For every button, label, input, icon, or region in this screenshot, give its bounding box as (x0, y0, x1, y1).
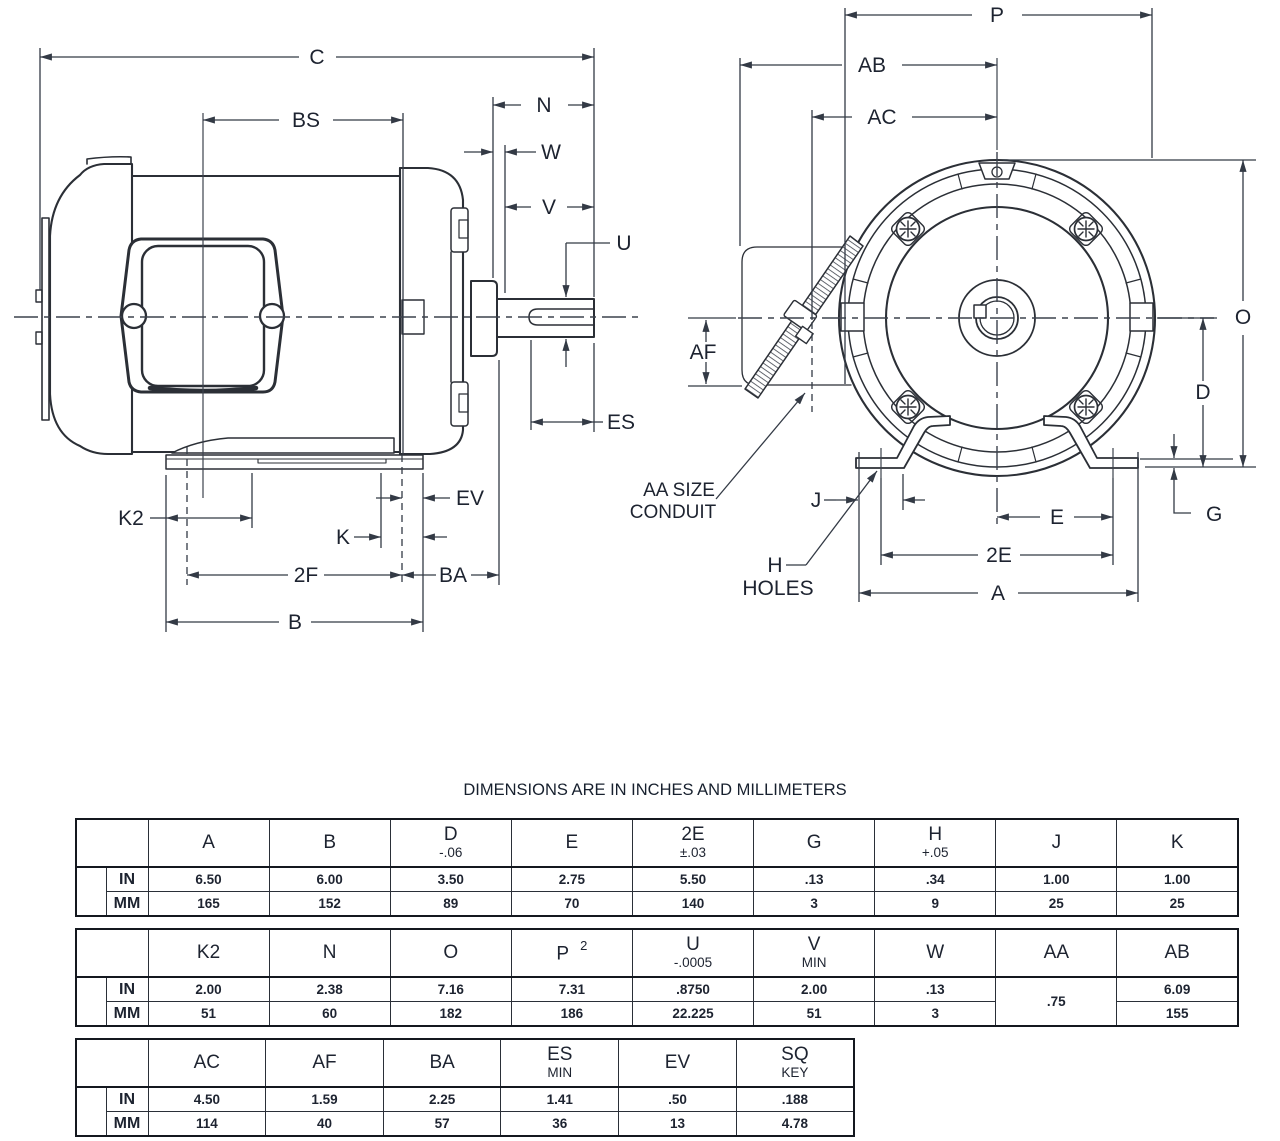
dim-label-j: J (811, 489, 822, 512)
dim-label-ac: AC (867, 106, 896, 129)
header-cell: W (874, 928, 997, 978)
header-cell: U-.0005 (631, 928, 755, 978)
unit-label: MM (105, 1001, 149, 1027)
rear-flange (41, 217, 50, 421)
dim-label-ev: EV (456, 487, 484, 510)
dim-label-es: ES (607, 411, 635, 434)
dim-label-holes: HOLES (742, 577, 813, 600)
front-view (741, 158, 1157, 478)
shaft (496, 298, 595, 338)
dim-label-2f: 2F (294, 564, 319, 587)
dim-label-ba: BA (439, 564, 467, 587)
box-screw-left (120, 302, 148, 330)
header-cell: AF (265, 1038, 384, 1088)
dim-label-a: A (991, 582, 1005, 605)
header-cell: 2E±.03 (631, 818, 755, 868)
dim-label-u: U (616, 232, 631, 255)
unit-label: IN (105, 976, 149, 1002)
dim-label-k: K (336, 526, 350, 549)
dim-label-v: V (542, 196, 556, 219)
table-header-row: A B D-.06 E 2E±.03 G H+.05 J K (75, 818, 1239, 868)
side-view-labels: C BS N W V U ES EV K2 K 2F BA B (118, 46, 635, 634)
header-cell: H+.05 (874, 818, 997, 868)
header-cell: B (268, 818, 391, 868)
foot-pad (165, 454, 424, 470)
header-cell: K2 (147, 928, 270, 978)
drawing-canvas: C BS N W V U ES EV K2 K 2F BA B (14, 4, 1256, 634)
face-screws (890, 211, 1104, 425)
header-cell: D-.06 (389, 818, 512, 868)
front-view-labels: P AB AC AF O D G J E 2E A H HOLES AA SIZ… (630, 4, 1251, 605)
blank-header-cell (75, 928, 149, 978)
blank-header-cell (75, 818, 149, 868)
rear-end-bell (48, 162, 134, 456)
dim-label-d: D (1195, 381, 1210, 404)
header-cell: AC (147, 1038, 267, 1088)
header-cell: AA (995, 928, 1118, 978)
dim-label-p: P (990, 4, 1004, 27)
unit-label: IN (105, 866, 149, 892)
header-cell: AB (1116, 928, 1239, 978)
dim-label-h: H (767, 554, 782, 577)
note-conduit: CONDUIT (630, 502, 717, 523)
dim-label-k2: K2 (118, 507, 144, 530)
dim-label-w: W (541, 141, 561, 164)
dim-label-o: O (1235, 306, 1251, 329)
unit-label: IN (105, 1086, 149, 1112)
front-view-dimensions (688, 8, 1256, 602)
rim-ribs (852, 173, 1142, 463)
keyway-notch (973, 304, 987, 319)
dim-label-bs: BS (292, 109, 320, 132)
foot-bracket-left (855, 415, 951, 469)
front-end-bracket (398, 166, 465, 456)
header-cell: N (268, 928, 391, 978)
dim-label-g: G (1206, 503, 1222, 526)
conduit-bolt (783, 299, 818, 345)
dim-label-ab: AB (858, 54, 886, 77)
box-screw-right (258, 302, 286, 330)
header-cell: EV (618, 1038, 737, 1088)
side-view-dimensions (39, 48, 610, 632)
aa-merged-cell: .75 (995, 976, 1118, 1027)
note-aa-size: AA SIZE (643, 480, 715, 501)
unit-label: MM (105, 1111, 149, 1137)
dim-label-b: B (288, 611, 302, 634)
side-view-centerlines (14, 113, 640, 498)
unit-label: MM (105, 891, 149, 917)
drawing-title: DIMENSIONS ARE IN INCHES AND MILLIMETERS (463, 781, 847, 799)
blank-header-cell (75, 1038, 149, 1088)
header-cell: E (510, 818, 633, 868)
header-cell: BA (382, 1038, 502, 1088)
header-cell: K (1116, 818, 1239, 868)
bearing-hub (470, 280, 498, 357)
dim-label-af: AF (690, 341, 717, 364)
dim-label-2e: 2E (986, 544, 1012, 567)
foot-bracket-right (1043, 415, 1139, 469)
header-cell: A (147, 818, 270, 868)
header-cell: J (995, 818, 1118, 868)
dim-label-e: E (1050, 506, 1064, 529)
side-view (35, 155, 595, 470)
front-view-centerlines (738, 58, 1214, 530)
dim-label-c: C (309, 46, 324, 69)
base-casting (171, 437, 395, 454)
dim-label-n: N (536, 94, 551, 117)
header-cell: G (753, 818, 876, 868)
header-cell: O (389, 928, 512, 978)
